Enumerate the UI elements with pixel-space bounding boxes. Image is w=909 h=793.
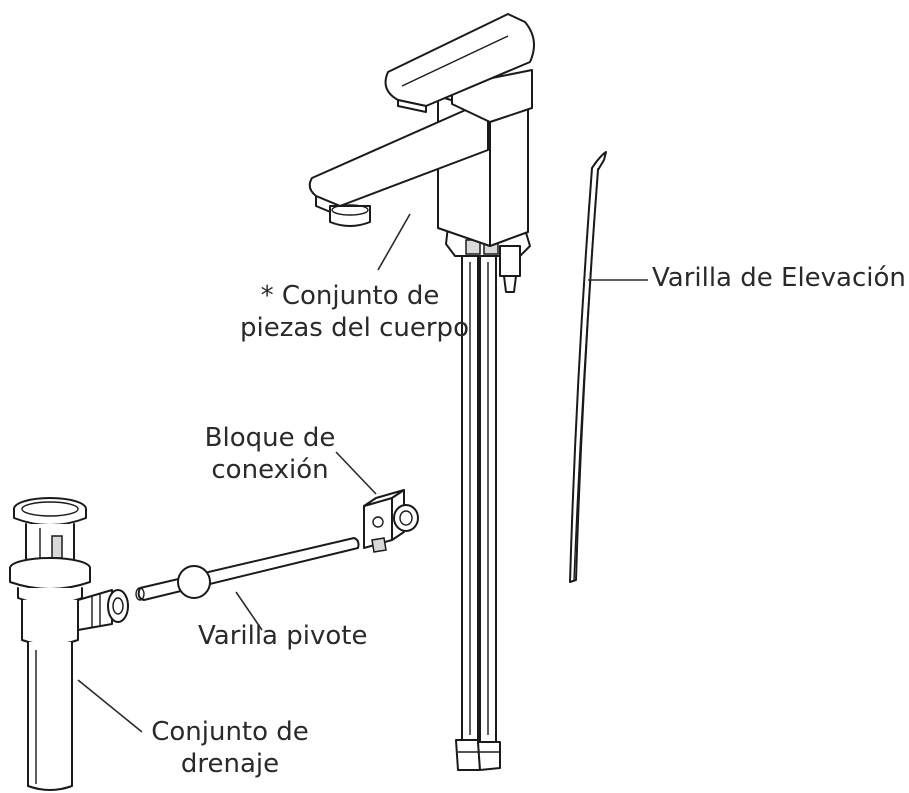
label-body-parts-line1: * Conjunto de [260,281,440,311]
leader-lines [77,213,648,733]
label-drain-assembly-line2: drenaje [180,749,280,779]
label-drain-assembly: Conjunto de drenaje [140,716,320,780]
connection-block [363,489,419,553]
label-connection-block-line2: conexión [211,455,329,485]
faucet-handle [384,13,535,123]
label-drain-assembly-line1: Conjunto de [151,717,309,747]
label-pivot-rod: Varilla pivote [198,621,368,651]
leader-body-parts [377,213,411,271]
leader-drain-assembly [77,679,143,733]
pivot-rod [135,537,360,601]
drain-assembly [9,497,129,791]
label-lift-rod: Varilla de Elevación [652,263,906,293]
leader-connection-block [335,451,377,495]
label-body-parts: * Conjunto de piezas del cuerpo [240,280,469,344]
lift-rod [569,151,607,583]
faucet-spout [308,107,489,227]
faucet-body-assembly [308,13,535,771]
leader-pivot-rod [235,591,263,631]
label-connection-block: Bloque de conexión [190,422,350,486]
label-body-parts-line2: piezas del cuerpo [240,313,469,343]
label-connection-block-line1: Bloque de [204,423,336,453]
